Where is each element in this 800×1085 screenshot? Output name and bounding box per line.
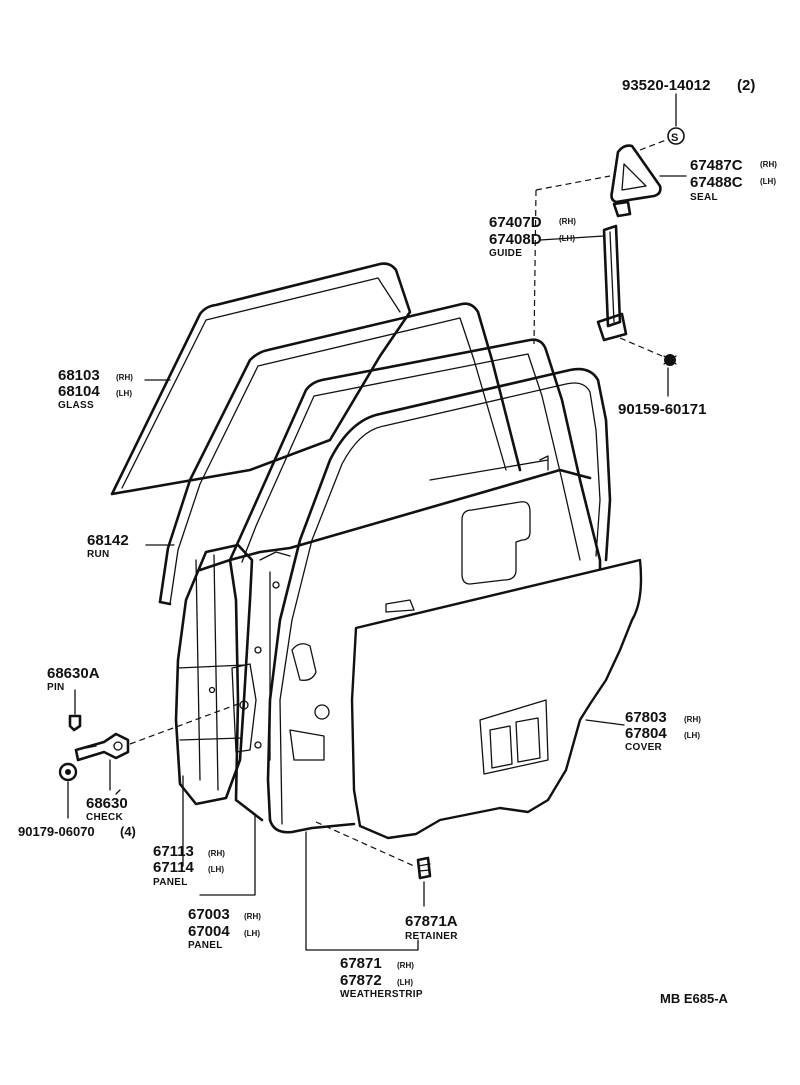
check-icon [74, 732, 130, 791]
inner-panel-number-lh: 67114 [153, 859, 195, 876]
label-bolt-top: 93520-14012 (2) [622, 77, 755, 94]
seal-part [610, 139, 667, 218]
label-glass: 68103 (RH) 68104 (LH) GLASS [58, 367, 133, 411]
label-check: 68630 CHECK [86, 795, 128, 823]
nut-qty: (4) [120, 824, 136, 839]
guide-number-rh: 67407D [489, 214, 542, 231]
seal-number-lh: 67488C [690, 174, 743, 191]
label-pin: 68630A PIN [47, 665, 100, 693]
guide-number-lh: 67408D [489, 231, 542, 248]
glass-number-lh: 68104 [58, 383, 100, 400]
check-number: 68630 [86, 795, 128, 812]
label-cover: 67803 (RH) 67804 (LH) COVER [625, 709, 701, 753]
cover-name: COVER [625, 742, 663, 753]
door-panel-name: PANEL [188, 940, 223, 951]
cover-side-lh: (LH) [684, 731, 700, 740]
cover-part [350, 558, 643, 840]
seal-side-rh: (RH) [760, 160, 777, 169]
label-guide: 67407D (RH) 67408D (LH) GUIDE [489, 214, 576, 259]
bolt-top-qty: (2) [737, 77, 755, 94]
door-panel-number-lh: 67004 [188, 923, 230, 940]
label-run: 68142 RUN [87, 532, 129, 560]
bolt-top-icon: S [667, 93, 685, 145]
guide-side-rh: (RH) [559, 217, 576, 226]
screw-icon [663, 354, 677, 397]
seal-side-lh: (LH) [760, 177, 776, 186]
check-leader-line [129, 703, 239, 745]
weatherstrip-number-lh: 67872 [340, 972, 382, 989]
leader-lines [115, 175, 687, 951]
door-panel-part [198, 338, 602, 822]
nut-icon [58, 762, 78, 819]
weatherstrip-part [266, 367, 612, 834]
inner-panel-side-rh: (RH) [208, 849, 225, 858]
nut-number: 90179-06070 [18, 824, 95, 839]
glass-number-rh: 68103 [58, 367, 100, 384]
cover-number-lh: 67804 [625, 725, 667, 742]
label-seal: 67487C (RH) 67488C (LH) SEAL [690, 157, 777, 203]
retainer-number: 67871A [405, 913, 458, 930]
pin-number: 68630A [47, 665, 100, 682]
label-diagram-code: MB E685-A [660, 991, 729, 1006]
seal-name: SEAL [690, 192, 718, 203]
inner-panel-part [174, 543, 254, 806]
inner-panel-number-rh: 67113 [153, 843, 194, 860]
run-name: RUN [87, 549, 110, 560]
inner-panel-name: PANEL [153, 877, 188, 888]
diagram-code: MB E685-A [660, 991, 729, 1006]
run-part [158, 302, 522, 606]
door-panel-side-lh: (LH) [244, 929, 260, 938]
label-weatherstrip: 67871 (RH) 67872 (LH) WEATHERSTRIP [340, 955, 423, 1000]
cover-number-rh: 67803 [625, 709, 667, 726]
label-inner-panel: 67113 (RH) 67114 (LH) PANEL [153, 843, 225, 888]
seal-number-rh: 67487C [690, 157, 743, 174]
pin-icon [68, 689, 82, 732]
weatherstrip-name: WEATHERSTRIP [340, 989, 423, 1000]
retainer-icon [315, 821, 432, 907]
label-nut: 90179-06070 (4) [18, 824, 136, 839]
door-panel-number-rh: 67003 [188, 906, 230, 923]
door-panel-side-rh: (RH) [244, 912, 261, 921]
label-door-panel: 67003 (RH) 67004 (LH) PANEL [188, 906, 261, 951]
cover-side-rh: (RH) [684, 715, 701, 724]
retainer-name: RETAINER [405, 931, 458, 942]
weatherstrip-side-rh: (RH) [397, 961, 414, 970]
screw-number: 90159-60171 [618, 401, 706, 418]
pin-name: PIN [47, 682, 65, 693]
glass-side-rh: (RH) [116, 373, 133, 382]
label-screw: 90159-60171 [618, 401, 706, 418]
check-name: CHECK [86, 812, 124, 823]
guide-part [533, 175, 663, 357]
guide-side-lh: (LH) [559, 234, 575, 243]
inner-panel-side-lh: (LH) [208, 865, 224, 874]
glass-side-lh: (LH) [116, 389, 132, 398]
svg-text:S: S [671, 132, 678, 144]
run-number: 68142 [87, 532, 129, 549]
glass-part [110, 262, 412, 496]
glass-name: GLASS [58, 400, 94, 411]
weatherstrip-side-lh: (LH) [397, 978, 413, 987]
label-retainer: 67871A RETAINER [405, 913, 458, 942]
bolt-top-number: 93520-14012 [622, 77, 710, 94]
guide-name: GUIDE [489, 248, 522, 259]
weatherstrip-number-rh: 67871 [340, 955, 382, 972]
